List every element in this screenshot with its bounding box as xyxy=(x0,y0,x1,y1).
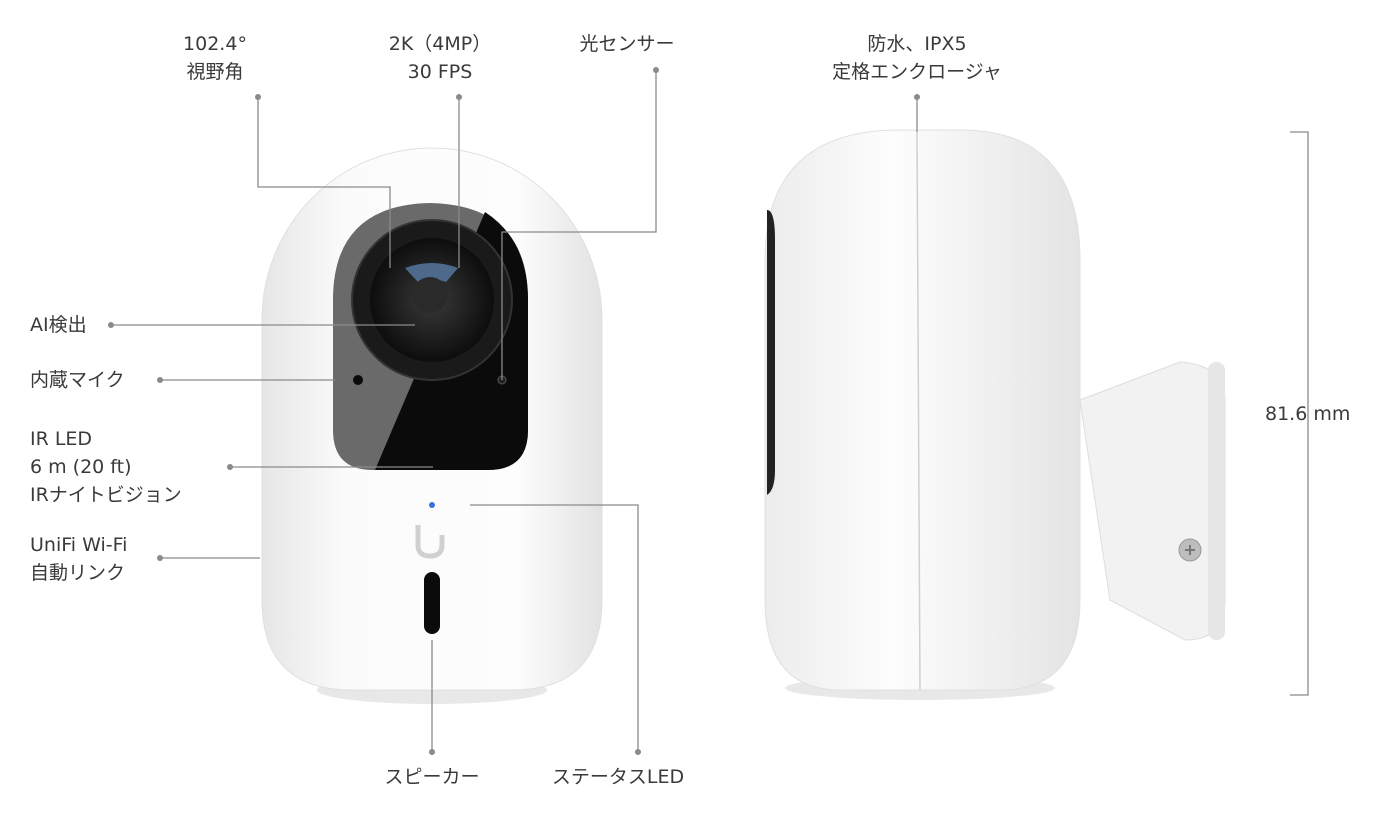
camera-side-view xyxy=(764,129,1226,700)
label-fov: 102.4° 視野角 xyxy=(183,30,247,86)
callout-dots xyxy=(108,67,920,755)
height-dimension-bracket xyxy=(1290,131,1309,696)
label-weatherproof: 防水、IPX5 定格エンクロージャ xyxy=(832,30,1002,86)
ipx-rating: 防水、IPX5 xyxy=(867,33,967,55)
framerate-value: 30 FPS xyxy=(407,61,473,83)
label-speaker: スピーカー xyxy=(384,766,480,788)
callout-lines xyxy=(111,70,1309,752)
speaker-grille xyxy=(424,572,440,634)
status-led xyxy=(429,502,435,508)
label-microphone: 内蔵マイク xyxy=(30,369,125,391)
resolution-value: 2K（4MP） xyxy=(388,33,492,55)
label-resolution: 2K（4MP） 30 FPS xyxy=(389,30,492,86)
label-light-sensor: 光センサー xyxy=(579,33,675,55)
label-wifi: UniFi Wi-Fi 自動リンク xyxy=(30,531,127,587)
enclosure-text: 定格エンクロージャ xyxy=(832,61,1002,83)
wifi-text: 自動リンク xyxy=(30,562,126,584)
label-height: 81.6 mm xyxy=(1265,403,1351,425)
ir-led-range: 6 m (20 ft) xyxy=(30,456,132,478)
ir-led-title: IR LED xyxy=(30,428,93,450)
label-ai-detection: AI検出 xyxy=(30,314,87,336)
label-status-led: ステータスLED xyxy=(551,766,685,788)
label-ir-led: IR LED 6 m (20 ft) IRナイトビジョン xyxy=(30,425,182,509)
wifi-title: UniFi Wi-Fi xyxy=(30,534,128,556)
fov-value: 102.4° xyxy=(183,33,247,55)
unifi-logo xyxy=(415,525,445,559)
camera-front-view xyxy=(261,147,603,704)
microphone-hole xyxy=(353,375,363,385)
ir-led-text: IRナイトビジョン xyxy=(30,484,182,506)
fov-text: 視野角 xyxy=(186,61,244,83)
